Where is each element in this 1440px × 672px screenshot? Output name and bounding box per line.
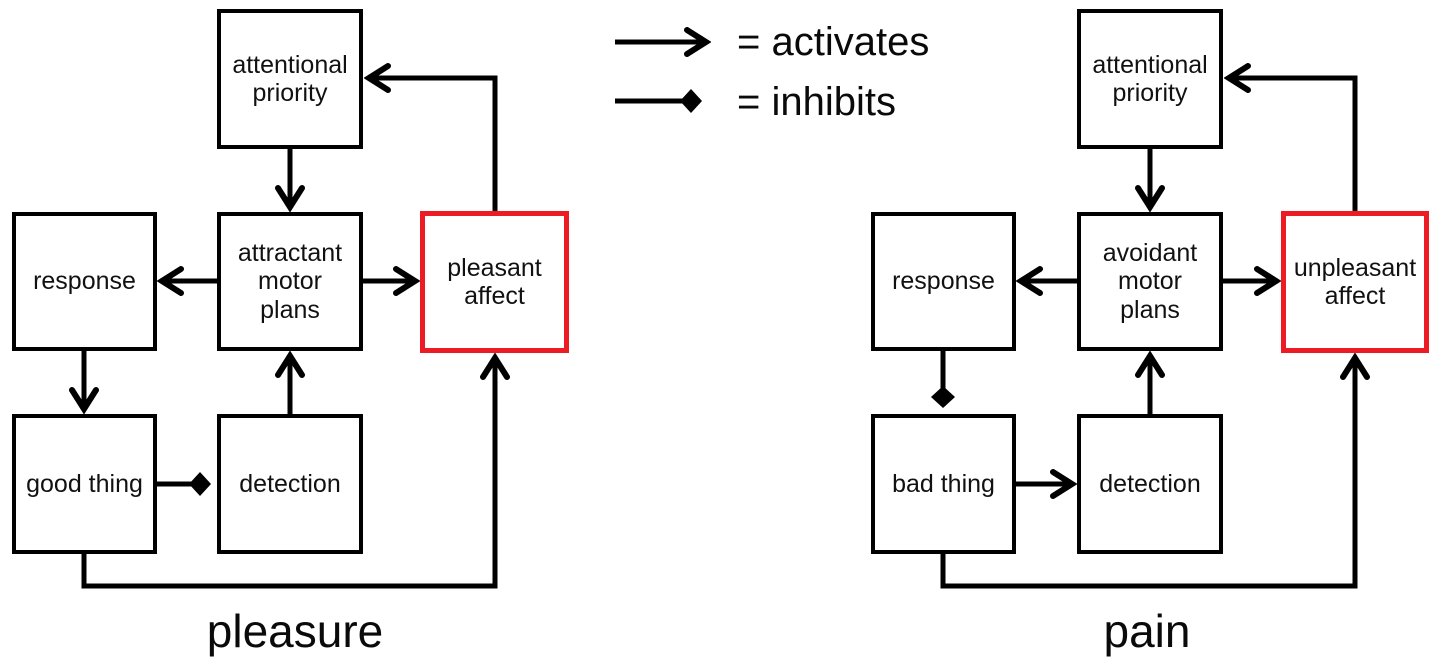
node-pain-response: response [871,212,1016,351]
node-pleasure-attractant-motor-plans: attractant motor plans [217,212,363,351]
node-pleasure-attentional-priority: attentional priority [217,9,363,149]
node-pain-avoidant-motor-plans: avoidant motor plans [1077,212,1223,351]
edge-good-thing-to-pleasant-affect [81,358,495,589]
pain-diagram-title: pain [1103,605,1191,657]
node-pleasure-pleasant-affect: pleasant affect [420,211,569,353]
node-pain-bad-thing: bad thing [871,414,1016,554]
legend-activates-label: = activates [737,20,930,64]
legend-inhibits-label: = inhibits [737,80,896,124]
pleasure-diagram-title: pleasure [206,605,384,657]
node-pain-detection: detection [1077,414,1223,554]
edge-bad-thing-to-unpleasant-affect [940,358,1355,589]
node-pleasure-good-thing: good thing [12,414,157,554]
node-pain-unpleasant-affect: unpleasant affect [1281,211,1429,353]
edge-unpleasant-affect-to-attentional-priority [1229,78,1358,211]
node-pain-attentional-priority: attentional priority [1077,9,1223,149]
node-pleasure-detection: detection [217,414,363,554]
node-pleasure-response: response [12,212,157,351]
edge-pleasant-affect-to-attentional-priority [369,78,498,211]
